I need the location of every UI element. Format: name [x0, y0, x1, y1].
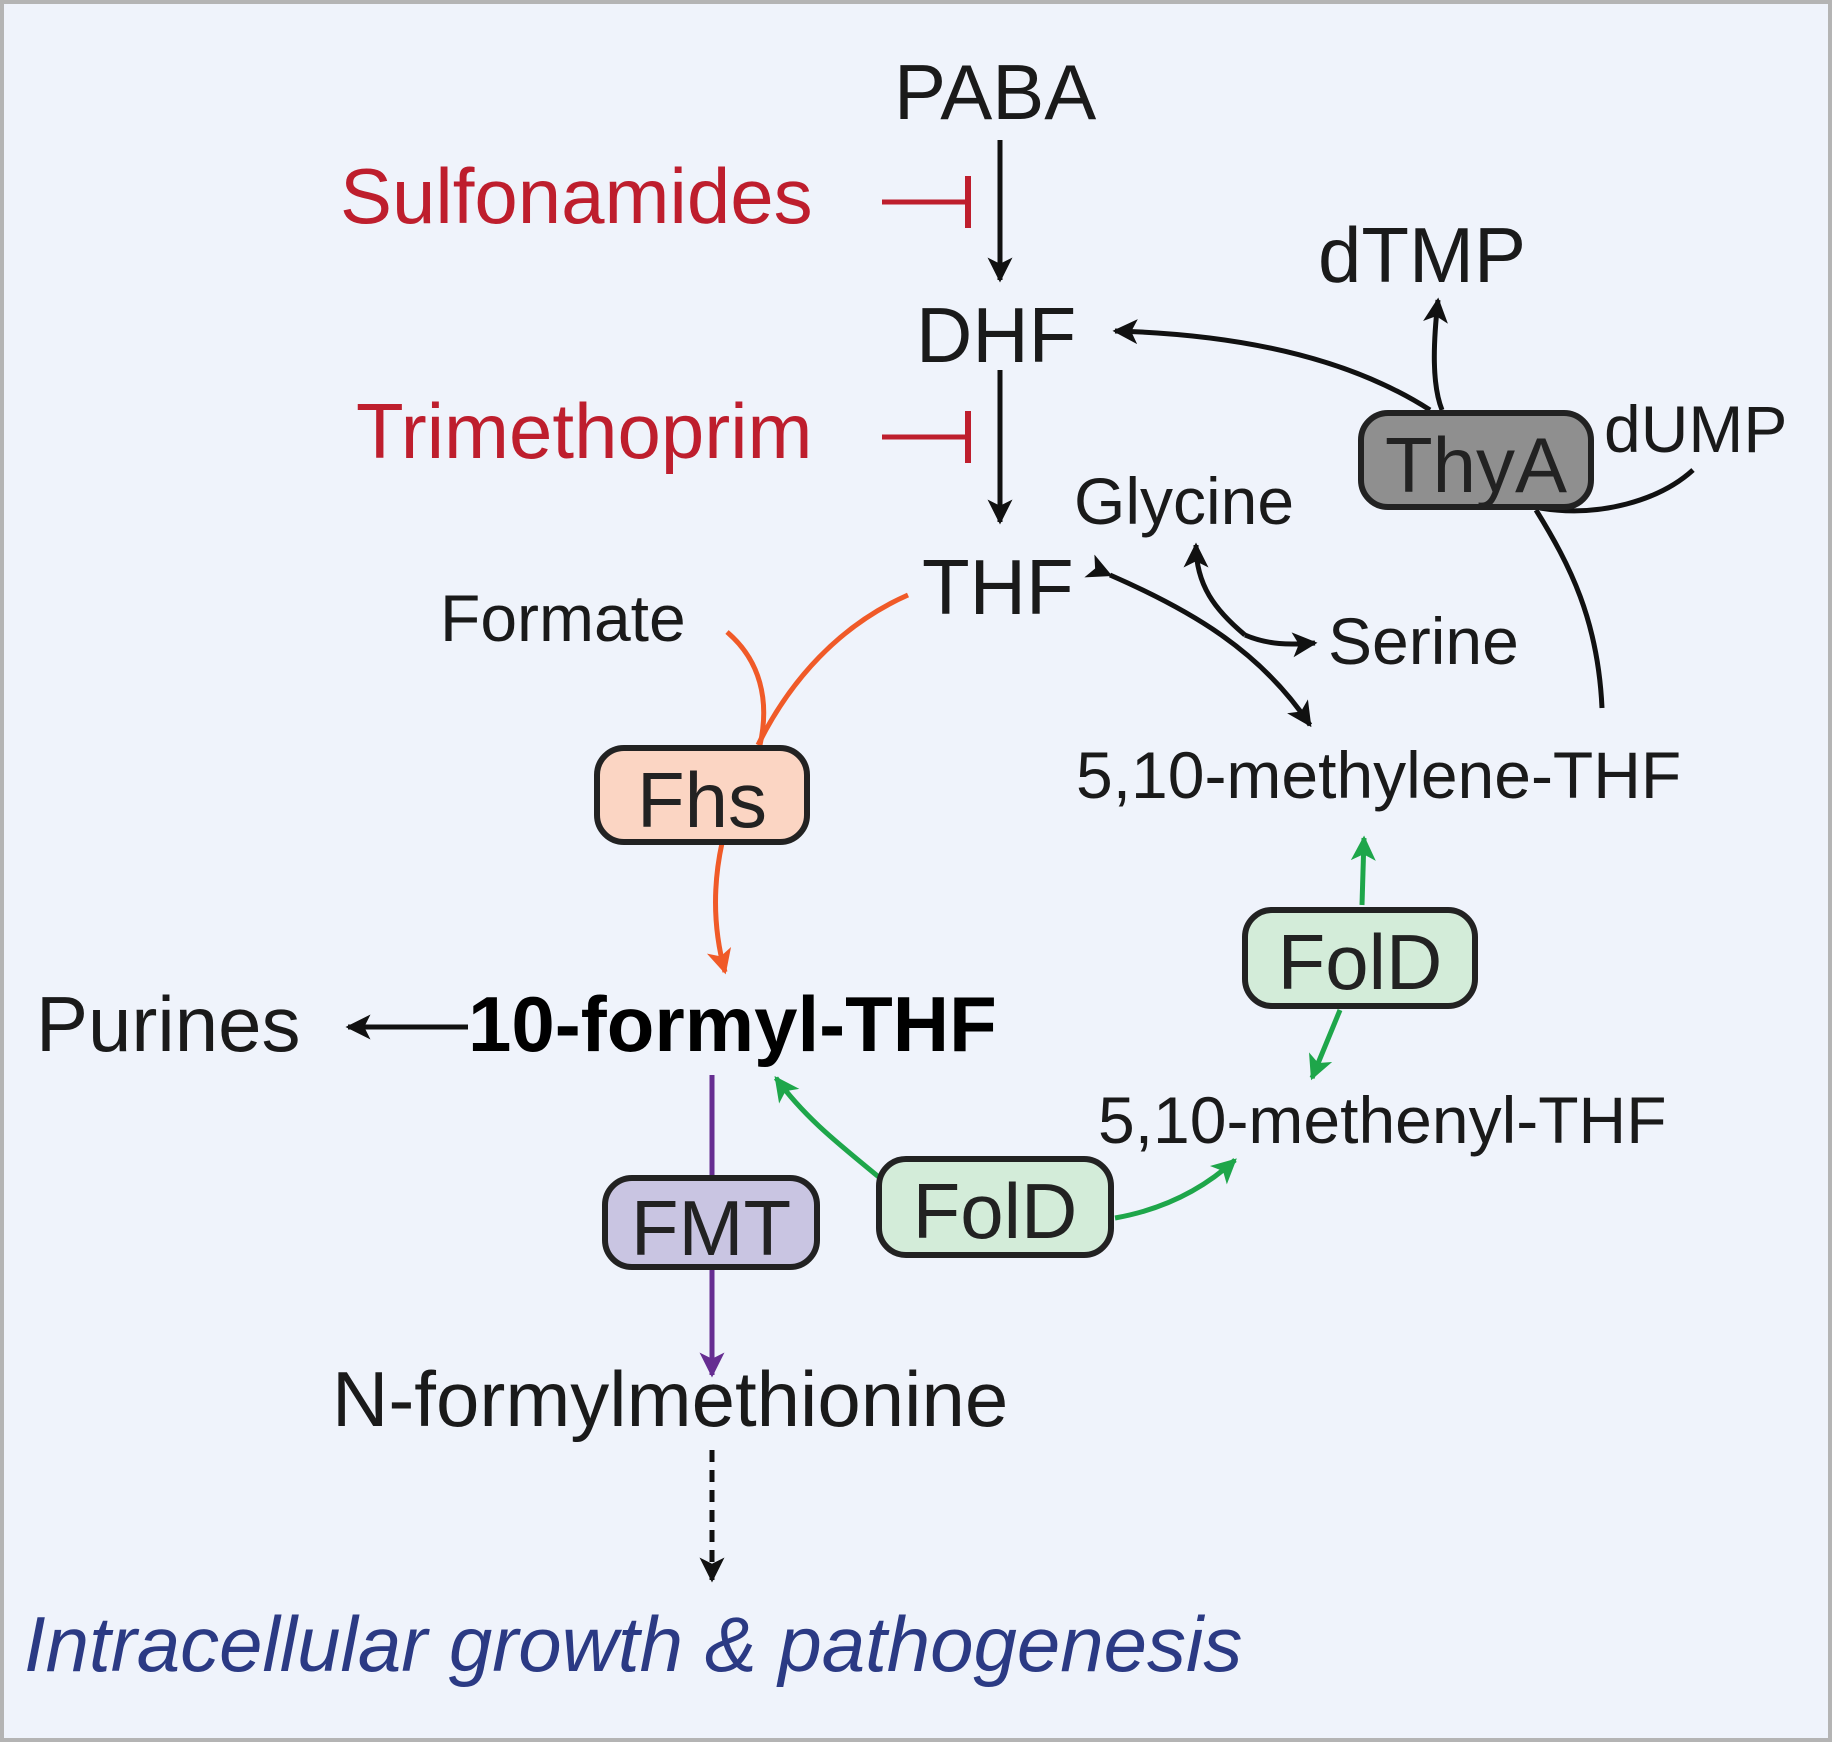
thya-enzyme-label: ThyA	[1384, 421, 1568, 509]
fold-to-methenyl-arrow	[1309, 1009, 1343, 1081]
glycine-label: Glycine	[1074, 464, 1295, 538]
fhs-to-formyl-arrow	[706, 842, 732, 975]
purines-label: Purines	[36, 980, 301, 1068]
formyl-thf-label: 10-formyl-THF	[468, 980, 997, 1068]
dtmp-label: dTMP	[1318, 211, 1527, 299]
n-formylmethionine-label: N-formylmethionine	[332, 1355, 1009, 1443]
fold-upper-enzyme-label: FolD	[1277, 918, 1443, 1006]
fold-to-methenyl-lower-arrow	[1114, 1158, 1237, 1221]
fmt-enzyme-label: FMT	[630, 1184, 792, 1272]
formate-label: Formate	[440, 581, 686, 655]
serine-label: Serine	[1328, 604, 1519, 678]
outcome-label: Intracellular growth & pathogenesis	[24, 1600, 1243, 1688]
glycine-branch-arrow	[1183, 542, 1247, 637]
methylene-to-thya-curve	[1533, 508, 1605, 709]
thya-to-dtmp-arrow	[1423, 297, 1448, 411]
methylene-thf-label: 5,10-methylene-THF	[1076, 738, 1682, 812]
dump-to-thya-curve	[1539, 468, 1695, 514]
dump-label: dUMP	[1604, 392, 1788, 466]
fold-upper-enzyme-box: FolD	[1242, 907, 1478, 1009]
serine-branch-arrow	[1244, 632, 1318, 658]
fold-to-formyl-arrow	[773, 1075, 882, 1180]
thya-to-dhf-arrow	[1112, 319, 1432, 413]
thf-label: THF	[922, 543, 1074, 631]
thya-enzyme-box: ThyA	[1358, 410, 1594, 510]
sulfonamides-label: Sulfonamides	[340, 152, 813, 240]
fold-to-methylene-arrow	[1350, 835, 1376, 906]
dhf-label: DHF	[916, 291, 1077, 379]
thf-to-fhs-curve	[755, 592, 910, 747]
paba-label: PABA	[894, 48, 1097, 136]
fhs-enzyme-box: Fhs	[594, 745, 810, 845]
trimethoprim-label: Trimethoprim	[356, 387, 813, 475]
fold-lower-enzyme-box: FolD	[876, 1156, 1114, 1258]
fmt-enzyme-box: FMT	[602, 1175, 820, 1270]
formate-to-fhs-curve	[725, 630, 767, 746]
fhs-enzyme-label: Fhs	[636, 756, 768, 844]
methenyl-thf-label: 5,10-methenyl-THF	[1098, 1083, 1667, 1157]
thf-methylene-arrow	[1084, 554, 1313, 728]
fold-lower-enzyme-label: FolD	[912, 1167, 1078, 1255]
